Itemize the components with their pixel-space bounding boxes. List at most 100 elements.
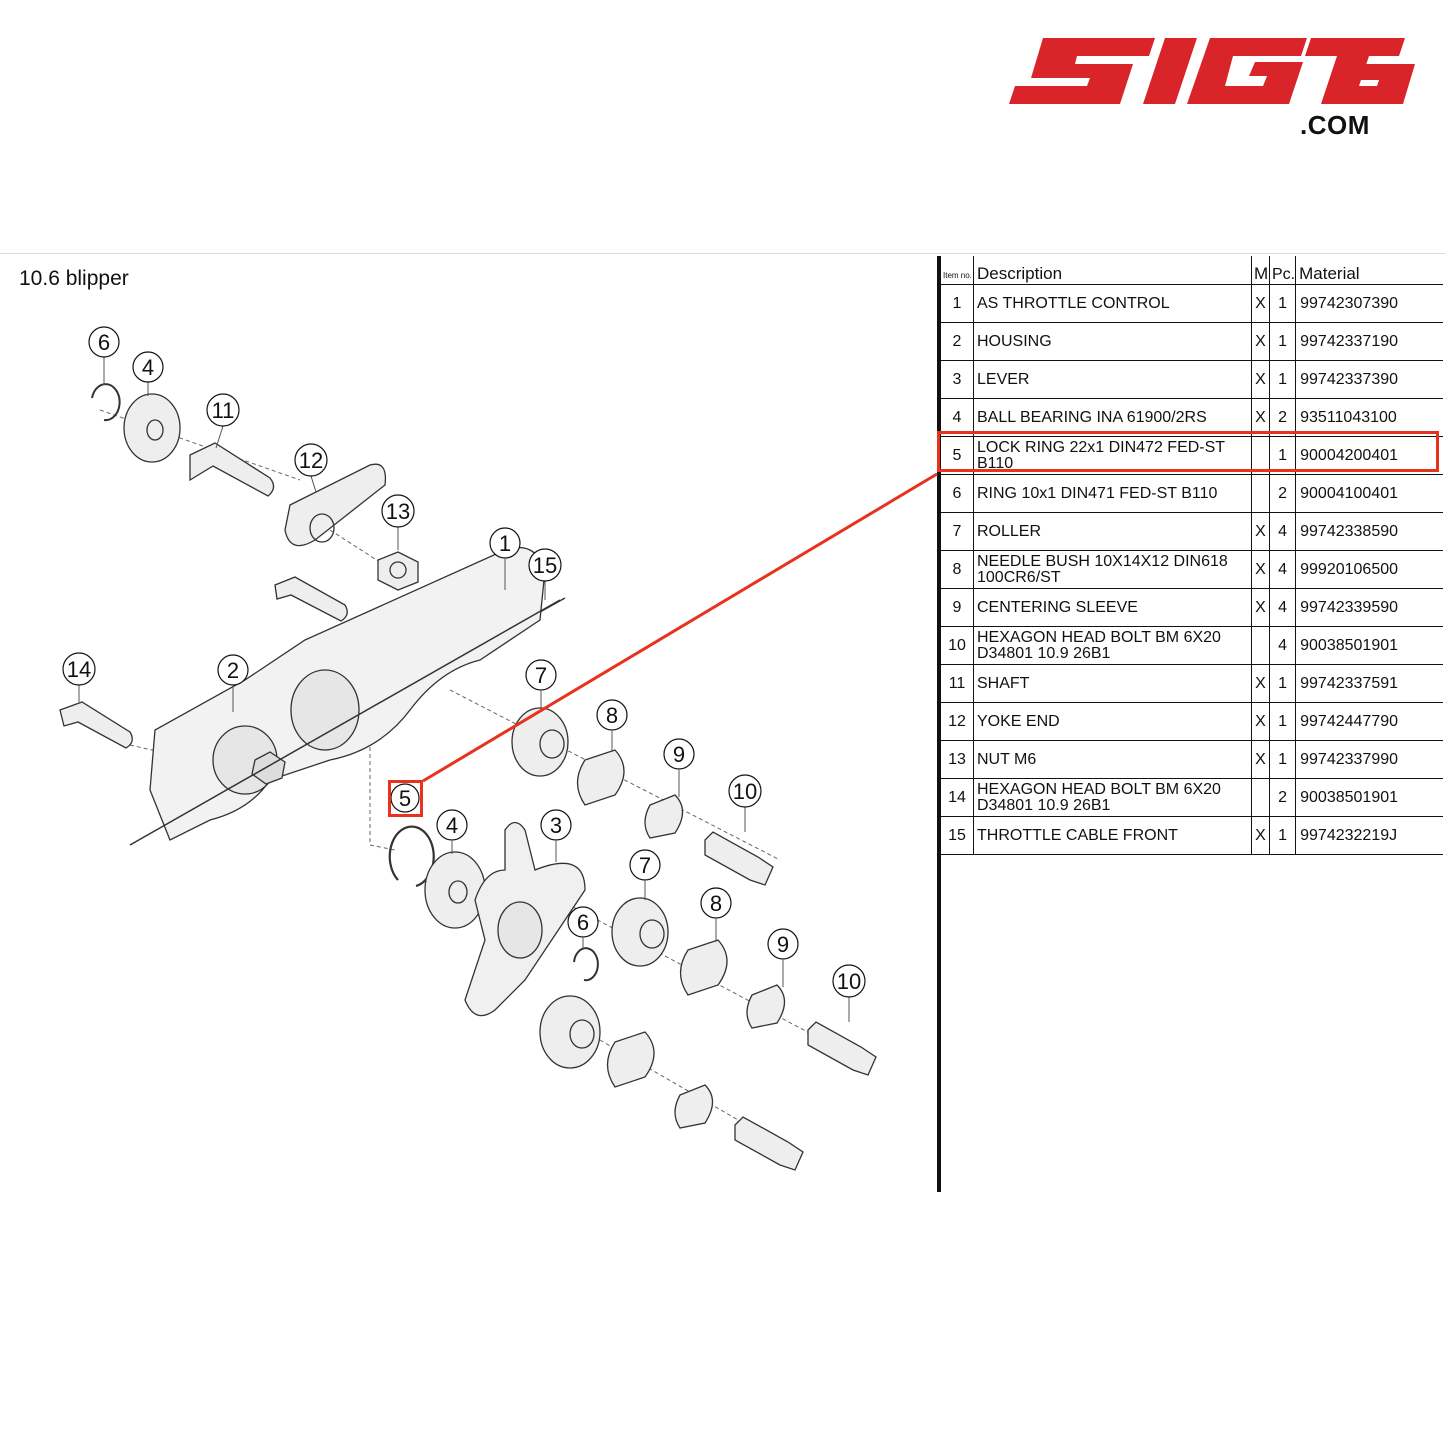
row-pc: 1 <box>1269 360 1297 399</box>
row-pc: 4 <box>1269 588 1297 627</box>
row-material: 9974232219J <box>1295 816 1444 855</box>
row-m <box>1251 626 1270 665</box>
table-row[interactable]: 2 HOUSING X 1 99742337190 <box>941 322 1444 361</box>
part-6-ring <box>91 383 121 422</box>
row-pc: 4 <box>1269 550 1297 589</box>
table-row[interactable]: 13 NUT M6 X 1 99742337990 <box>941 740 1444 779</box>
row-description: RING 10x1 DIN471 FED-ST B110 <box>973 474 1252 513</box>
callout-8-lower: 8 <box>700 887 732 919</box>
highlight-row-box <box>937 431 1439 472</box>
row-pc: 4 <box>1269 512 1297 551</box>
row-description: SHAFT <box>973 664 1252 703</box>
row-description: YOKE END <box>973 702 1252 741</box>
table-row[interactable]: 3 LEVER X 1 99742337390 <box>941 360 1444 399</box>
row-m: X <box>1251 512 1270 551</box>
row-m: X <box>1251 702 1270 741</box>
callout-label: 10 <box>733 779 757 804</box>
callout-12: 12 <box>294 443 328 477</box>
row-m: X <box>1251 284 1270 323</box>
header-pc: Pc. <box>1269 256 1297 285</box>
callout-4-lower: 4 <box>436 809 468 841</box>
row-description: ROLLER <box>973 512 1252 551</box>
table-row[interactable]: 11 SHAFT X 1 99742337591 <box>941 664 1444 703</box>
callout-label: 8 <box>710 891 722 916</box>
callout-label: 14 <box>67 657 91 682</box>
callout-7: 7 <box>525 659 557 691</box>
callout-label: 3 <box>550 813 562 838</box>
callout-label: 15 <box>533 553 557 578</box>
callout-5: 5 <box>390 783 420 813</box>
row-material: 90004100401 <box>1295 474 1444 513</box>
table-row[interactable]: 1 AS THROTTLE CONTROL X 1 99742307390 <box>941 284 1444 323</box>
table-row[interactable]: 8 NEEDLE BUSH 10X14X12 DIN618 100CR6/ST … <box>941 550 1444 589</box>
table-row[interactable]: 4 BALL BEARING INA 61900/2RS X 2 9351104… <box>941 398 1444 437</box>
callout-label: 2 <box>227 658 239 683</box>
part-4-bearing-lower <box>424 851 486 929</box>
table-row[interactable]: 12 YOKE END X 1 99742447790 <box>941 702 1444 741</box>
row-m: X <box>1251 740 1270 779</box>
row-item-no: 15 <box>941 816 974 855</box>
row-item-no: 1 <box>941 284 974 323</box>
callout-4: 4 <box>132 351 164 383</box>
row-item-no: 13 <box>941 740 974 779</box>
row-material: 99742337190 <box>1295 322 1444 361</box>
row-description: CENTERING SLEEVE <box>973 588 1252 627</box>
callout-15: 15 <box>528 548 562 582</box>
part-6-ring-lower <box>573 947 599 982</box>
exploded-diagram: 6 4 11 12 13 1 15 14 <box>59 326 877 1171</box>
callout-7-lower: 7 <box>629 849 661 881</box>
row-item-no: 10 <box>941 626 974 665</box>
part-9-sleeve-lower <box>746 984 786 1029</box>
row-material: 99742337990 <box>1295 740 1444 779</box>
part-10-bolt <box>704 831 774 886</box>
row-description: BALL BEARING INA 61900/2RS <box>973 398 1252 437</box>
callout-label: 6 <box>577 910 589 935</box>
part-10-bolt-lower <box>807 1021 877 1076</box>
callout-label: 11 <box>212 398 235 423</box>
row-item-no: 11 <box>941 664 974 703</box>
part-9-sleeve-bottom <box>674 1084 714 1129</box>
header-divider <box>0 253 1445 254</box>
table-row[interactable]: 15 THROTTLE CABLE FRONT X 1 9974232219J <box>941 816 1444 855</box>
table-row[interactable]: 7 ROLLER X 4 99742338590 <box>941 512 1444 551</box>
section-title: 10.6 blipper <box>19 267 129 290</box>
table-row[interactable]: 14 HEXAGON HEAD BOLT BM 6X20 D34801 10.9… <box>941 778 1444 817</box>
callout-label: 9 <box>777 932 789 957</box>
callout-9: 9 <box>663 738 695 770</box>
callout-label: 7 <box>535 663 547 688</box>
row-description: THROTTLE CABLE FRONT <box>973 816 1252 855</box>
row-item-no: 7 <box>941 512 974 551</box>
header-m: M <box>1251 256 1270 285</box>
row-item-no: 3 <box>941 360 974 399</box>
row-item-no: 4 <box>941 398 974 437</box>
row-pc: 1 <box>1269 816 1297 855</box>
row-item-no: 8 <box>941 550 974 589</box>
row-pc: 1 <box>1269 702 1297 741</box>
table-row-highlighted[interactable]: 5 LOCK RING 22x1 DIN472 FED-ST B110 1 90… <box>941 436 1444 475</box>
table-row[interactable]: 9 CENTERING SLEEVE X 4 99742339590 <box>941 588 1444 627</box>
table-row[interactable]: 6 RING 10x1 DIN471 FED-ST B110 2 9000410… <box>941 474 1444 513</box>
logo-s <box>1009 38 1155 104</box>
table-left-rule <box>937 256 941 1192</box>
row-pc: 1 <box>1269 664 1297 703</box>
row-m: X <box>1251 398 1270 437</box>
row-description: AS THROTTLE CONTROL <box>973 284 1252 323</box>
callout-1: 1 <box>489 527 521 559</box>
row-m: X <box>1251 550 1270 589</box>
row-pc: 4 <box>1269 626 1297 665</box>
row-description: NUT M6 <box>973 740 1252 779</box>
row-description: LOCK RING 22x1 DIN472 FED-ST B110 <box>973 436 1252 475</box>
table-row[interactable]: 10 HEXAGON HEAD BOLT BM 6X20 D34801 10.9… <box>941 626 1444 665</box>
row-m <box>1251 474 1270 513</box>
row-material: 99742337591 <box>1295 664 1444 703</box>
row-item-no: 6 <box>941 474 974 513</box>
callout-14: 14 <box>62 652 96 686</box>
part-4-bearing <box>123 393 181 463</box>
callout-label: 9 <box>673 742 685 767</box>
parts-table: Item no. Description M Pc. Material 1 AS… <box>941 256 1444 855</box>
row-pc: 1 <box>1269 740 1297 779</box>
part-8-bush-lower <box>679 939 728 996</box>
highlight-callout-box <box>388 780 423 817</box>
row-item-no: 9 <box>941 588 974 627</box>
row-material: 99742338590 <box>1295 512 1444 551</box>
